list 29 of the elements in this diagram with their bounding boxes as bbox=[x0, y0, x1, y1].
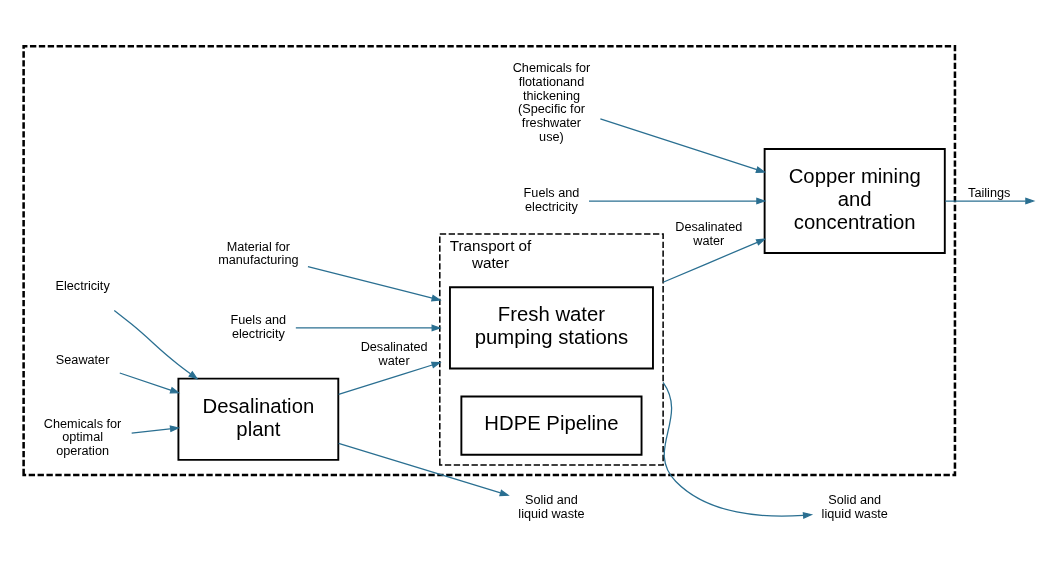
node-text: Chemicals for flotationand thickening (Specific for freshwater use) bbox=[512, 60, 591, 145]
node-text: Fuels and electricity bbox=[523, 186, 580, 215]
node-box: Copper mining and concentration bbox=[763, 148, 946, 254]
node-box: HDPE Pipeline bbox=[460, 395, 643, 456]
arrow bbox=[599, 118, 767, 173]
edge-label: Desalinated water bbox=[675, 220, 743, 249]
node-text: Chemicals for optimal operation bbox=[43, 416, 122, 459]
edge-label: Desalinated water bbox=[360, 339, 428, 368]
node-text: Seawater bbox=[55, 353, 110, 368]
node-text: Material for manufacturing bbox=[218, 239, 299, 268]
arrow bbox=[338, 442, 510, 497]
node-text: Solid and liquid waste bbox=[518, 493, 585, 522]
arrow bbox=[131, 425, 181, 434]
arrow bbox=[338, 361, 442, 396]
node-text: Solid and liquid waste bbox=[821, 493, 888, 522]
arrow bbox=[113, 309, 199, 380]
arrow bbox=[944, 197, 1036, 205]
arrow bbox=[119, 372, 181, 394]
arrow bbox=[588, 197, 767, 205]
edge-label: Tailings bbox=[968, 186, 1011, 201]
arrow bbox=[307, 265, 442, 302]
node-box: Fresh water pumping stations bbox=[449, 286, 654, 370]
arrow bbox=[662, 381, 814, 519]
node-box: Desalination plant bbox=[177, 377, 340, 461]
cluster bbox=[22, 44, 957, 477]
node-text: Electricity bbox=[55, 279, 110, 294]
node-text: Fuels and electricity bbox=[230, 313, 287, 342]
arrow bbox=[662, 238, 767, 283]
arrow bbox=[295, 324, 442, 332]
